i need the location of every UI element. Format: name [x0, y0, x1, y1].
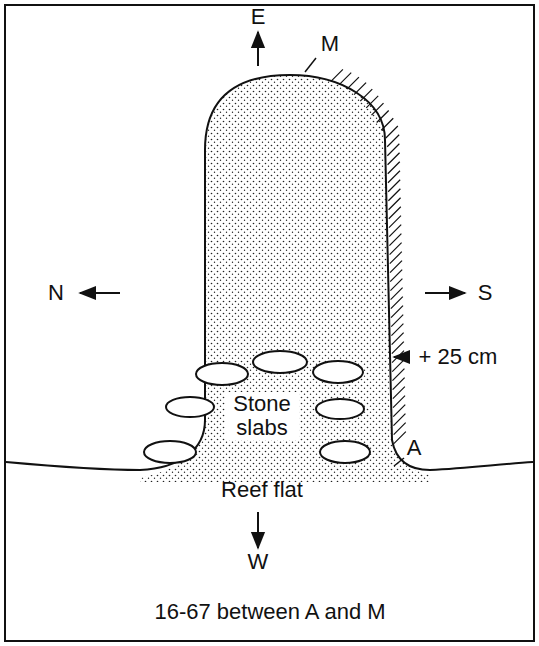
level-arrow	[394, 356, 410, 358]
outline	[6, 75, 533, 470]
compass-arrows	[80, 32, 465, 548]
sand-body	[140, 75, 430, 482]
height-label: + 25 cm	[419, 345, 498, 369]
compass-letter: N	[48, 281, 64, 305]
point-letter: A	[407, 436, 422, 460]
leader-line	[394, 458, 404, 466]
compass-letter: S	[478, 281, 493, 305]
scarp-hatching	[331, 69, 406, 443]
stone-slabs	[144, 351, 370, 463]
feature-label: Stone slabs	[225, 392, 299, 440]
point-letter: M	[321, 32, 339, 56]
leader-line	[305, 58, 316, 72]
caption: 16-67 between A and M	[154, 600, 385, 624]
frame	[5, 5, 534, 641]
compass-letter: W	[248, 550, 269, 574]
compass-letter: E	[251, 5, 266, 29]
feature-label: Reef flat	[221, 478, 303, 502]
